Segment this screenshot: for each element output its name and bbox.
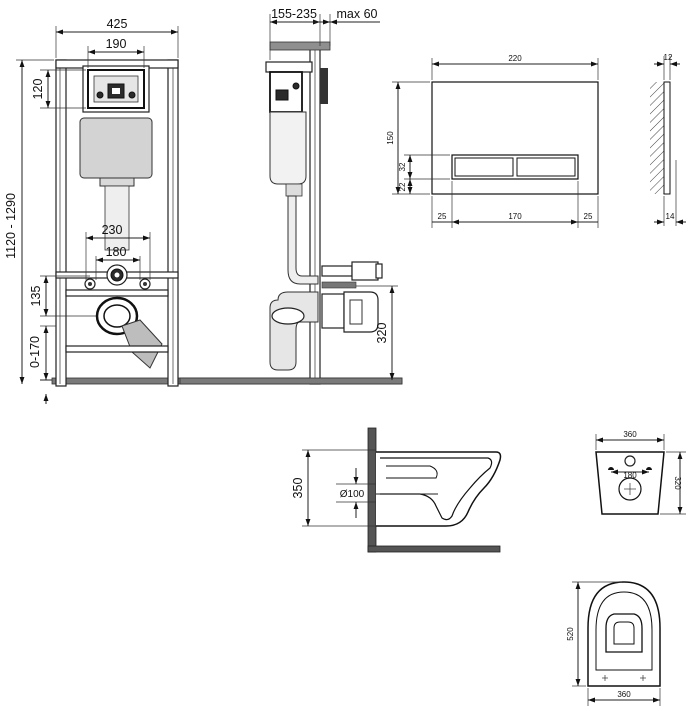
dim-bowl-fixing: 180 [623, 471, 637, 480]
plate-profile [663, 81, 671, 195]
bowl-side-view: 350 Ø100 [291, 427, 502, 553]
dim-plate-thickness-top: 12 [664, 53, 673, 62]
dim-button-width: 170 [508, 212, 522, 221]
frame-front-view: 425 190 120 1120 - 1290 230 180 135 0 [4, 17, 403, 404]
dim-left-margin: 25 [438, 212, 447, 221]
flush-button-large [516, 157, 576, 177]
dim-bowl-length: 520 [566, 627, 575, 641]
dim-frame-depth: 155-235 [271, 7, 317, 21]
flush-pipe [104, 185, 130, 251]
dim-drain-center: 320 [375, 323, 389, 344]
cistern-side [269, 111, 307, 185]
dim-fixing-outer: 230 [102, 223, 123, 237]
dim-outlet-diameter: Ø100 [340, 489, 365, 500]
dim-frame-height: 1120 - 1290 [4, 193, 18, 259]
bowl-side-outline [376, 451, 502, 527]
flush-plate-front: 220 150 32 22 25 170 25 [386, 54, 599, 228]
dim-bowl-back-width: 360 [623, 430, 637, 439]
dim-bowl-top-width: 360 [617, 690, 631, 699]
left-upright [55, 59, 67, 387]
dim-fixing-inner: 180 [106, 245, 127, 259]
bowl-back-view: 180 360 320 [595, 430, 686, 515]
dim-bottom-offset: 22 [398, 182, 407, 191]
dim-bowl-back-height: 320 [673, 476, 682, 490]
bowl-top-view: 520 360 [566, 581, 661, 706]
dim-button-height: 32 [398, 162, 407, 171]
dim-panel-width: 190 [106, 37, 127, 51]
dim-plate-thickness-bottom: 14 [666, 212, 675, 221]
dim-plate-width: 220 [508, 54, 522, 63]
dim-frame-width: 425 [107, 17, 128, 31]
side-flush-pipe [287, 195, 319, 285]
dim-panel-height: 120 [31, 79, 45, 100]
dim-plate-height: 150 [386, 131, 395, 145]
dim-drain-height: 135 [29, 286, 43, 307]
dim-right-margin: 25 [584, 212, 593, 221]
flush-button-small [454, 157, 514, 177]
dim-max-wall: max 60 [337, 7, 378, 21]
drain-elbow [121, 319, 163, 369]
dim-bowl-height: 350 [291, 478, 305, 499]
flush-plate-side: 12 14 [650, 53, 686, 226]
frame-side-view: 155-235 max 60 320 [179, 7, 403, 385]
cistern-tank [79, 117, 153, 179]
dim-leg-adjust: 0-170 [28, 336, 42, 368]
